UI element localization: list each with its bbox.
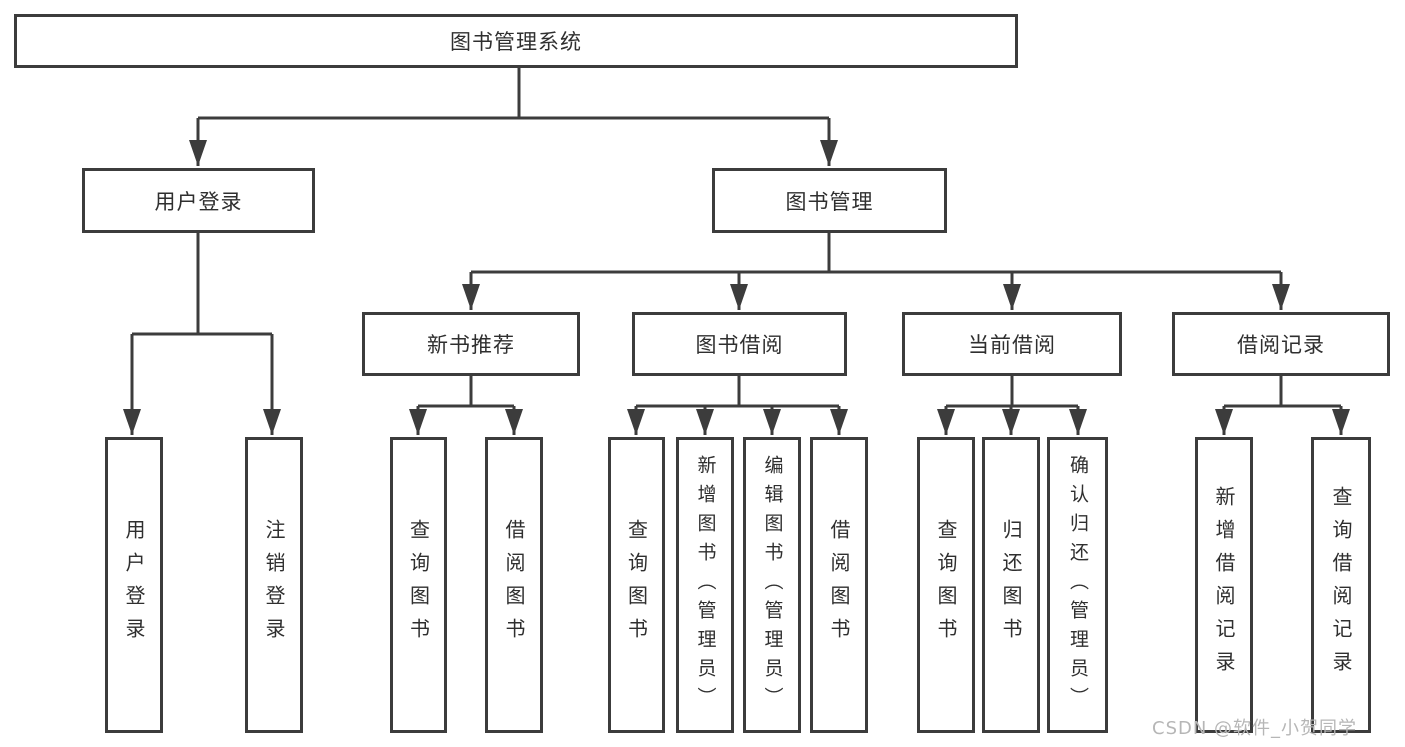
leaf-label: 查询图书 [934,519,958,651]
leaf-edit-books-admin: 编辑图书（管理员） [743,437,801,733]
leaf-add-books-admin: 新增图书（管理员） [676,437,734,733]
node-label: 图书管理 [785,189,874,214]
leaf-user-login: 用户登录 [105,437,163,733]
node-new-book-recommendation: 新书推荐 [362,312,580,376]
leaf-label: 用户登录 [122,519,146,651]
leaf-logout: 注销登录 [245,437,303,733]
leaf-query-books-current: 查询图书 [917,437,975,733]
leaf-label: 归还图书 [999,519,1023,651]
leaf-label: 借阅图书 [502,519,526,651]
leaf-label: 确认归还（管理员） [1067,454,1089,716]
leaf-label: 查询图书 [406,519,431,651]
leaf-confirm-return-admin: 确认归还（管理员） [1047,437,1108,733]
leaf-label: 新增借阅记录 [1212,486,1236,684]
node-book-management: 图书管理 [712,168,947,233]
leaf-label: 查询图书 [624,519,649,651]
node-label: 新书推荐 [427,333,515,357]
node-book-borrowing: 图书借阅 [632,312,847,376]
leaf-add-borrow-record: 新增借阅记录 [1195,437,1253,733]
node-borrowing-records: 借阅记录 [1172,312,1390,376]
leaf-borrow-books-recommendation: 借阅图书 [485,437,543,733]
leaf-label: 借阅图书 [827,519,851,651]
node-label: 图书借阅 [695,333,784,357]
node-label: 用户登录 [154,189,243,214]
node-current-borrowing: 当前借阅 [902,312,1122,376]
node-label: 图书管理系统 [450,30,582,54]
leaf-label: 查询借阅记录 [1329,486,1353,684]
leaf-borrow-books-borrowing: 借阅图书 [810,437,868,733]
leaf-query-books-borrowing: 查询图书 [608,437,665,733]
node-user-login: 用户登录 [82,168,315,233]
leaf-return-books: 归还图书 [982,437,1040,733]
csdn-watermark: CSDN @软件_小贺同学 [1152,718,1358,739]
node-library-management-system: 图书管理系统 [14,14,1018,68]
node-label: 借阅记录 [1237,333,1325,357]
leaf-label: 注销登录 [262,519,286,651]
node-label: 当前借阅 [968,333,1056,357]
leaf-query-books-recommendation: 查询图书 [390,437,447,733]
leaf-query-borrow-record: 查询借阅记录 [1311,437,1371,733]
leaf-label: 编辑图书（管理员） [761,454,784,716]
leaf-label: 新增图书（管理员） [694,454,717,716]
